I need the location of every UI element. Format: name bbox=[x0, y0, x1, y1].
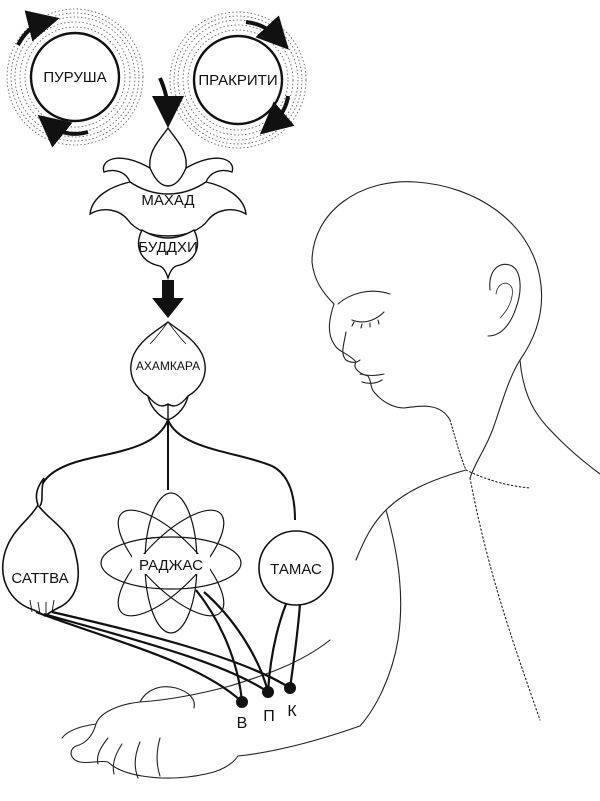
hand bbox=[70, 685, 239, 779]
purusha-circle bbox=[29, 31, 121, 123]
lips bbox=[359, 373, 385, 384]
rotation-arrow-5 bbox=[151, 77, 184, 128]
mahad-lotus bbox=[89, 126, 247, 237]
rotation-arrow-2 bbox=[37, 114, 89, 148]
neck-front bbox=[449, 419, 467, 471]
line-rajas-v bbox=[195, 589, 244, 703]
line-tamas-k bbox=[288, 603, 302, 689]
face-profile bbox=[311, 261, 451, 421]
line-rajas-p bbox=[203, 591, 270, 693]
neck-back bbox=[519, 359, 600, 475]
sattva-label: САТТВА bbox=[11, 570, 68, 587]
rotation-arrow-4 bbox=[259, 95, 295, 135]
line-sattva-v bbox=[35, 610, 243, 703]
nose bbox=[342, 331, 361, 363]
purusha-prakriti-group: ПУРУША ПРАКРИТИ bbox=[6, 8, 307, 149]
branch-tamas bbox=[167, 419, 296, 521]
shoulder bbox=[355, 469, 467, 561]
buddhi-bulb bbox=[137, 229, 199, 281]
dosha-point-k bbox=[284, 682, 296, 694]
rotation-arrow-1 bbox=[16, 10, 60, 46]
dosha-point-v bbox=[236, 696, 248, 708]
ear bbox=[487, 263, 521, 337]
eyelid bbox=[351, 311, 385, 323]
tamas-label: ТАМАС bbox=[270, 561, 322, 578]
rotation-arrow-3 bbox=[245, 15, 289, 50]
eye-lashes bbox=[351, 319, 380, 329]
torso-contour bbox=[469, 477, 541, 721]
prakriti-halo bbox=[169, 11, 307, 149]
line-tamas-p bbox=[266, 603, 288, 693]
purusha-halo bbox=[6, 8, 144, 146]
down-arrow bbox=[152, 280, 184, 318]
guna-branches bbox=[37, 419, 296, 521]
rajas-label: РАДЖАС bbox=[139, 557, 203, 574]
human-figure bbox=[61, 181, 600, 779]
rajas-label-bg bbox=[132, 554, 210, 574]
ahamkara-label: АХАМКАРА bbox=[136, 359, 200, 373]
purusha-label: ПУРУША bbox=[43, 69, 106, 86]
sattva-bulb bbox=[1, 477, 80, 617]
head-outline bbox=[311, 181, 543, 479]
branch-sattva bbox=[37, 419, 169, 506]
fingers bbox=[61, 723, 161, 779]
ear-inner bbox=[495, 282, 513, 319]
dosha-points bbox=[236, 682, 296, 708]
buddhi-label: БУДДХИ bbox=[138, 239, 197, 256]
dosha-point-p bbox=[262, 686, 274, 698]
forearm-bottom bbox=[237, 725, 361, 757]
forearm-top bbox=[229, 639, 331, 687]
prakriti-label: ПРАКРИТИ bbox=[198, 72, 277, 89]
dosha-label-k: К bbox=[287, 703, 297, 720]
dosha-label-p: П bbox=[263, 708, 275, 725]
collarbone bbox=[465, 469, 531, 489]
tamas-circle bbox=[258, 530, 334, 606]
eyebrow bbox=[337, 290, 391, 305]
thumb bbox=[139, 686, 195, 709]
rotation-arrows bbox=[16, 10, 295, 148]
line-sattva-p bbox=[43, 612, 269, 693]
upper-arm bbox=[359, 509, 402, 727]
dosha-lines bbox=[35, 589, 302, 703]
dosha-label-v: В bbox=[237, 715, 248, 732]
mahad-label: МАХАД bbox=[141, 192, 194, 209]
